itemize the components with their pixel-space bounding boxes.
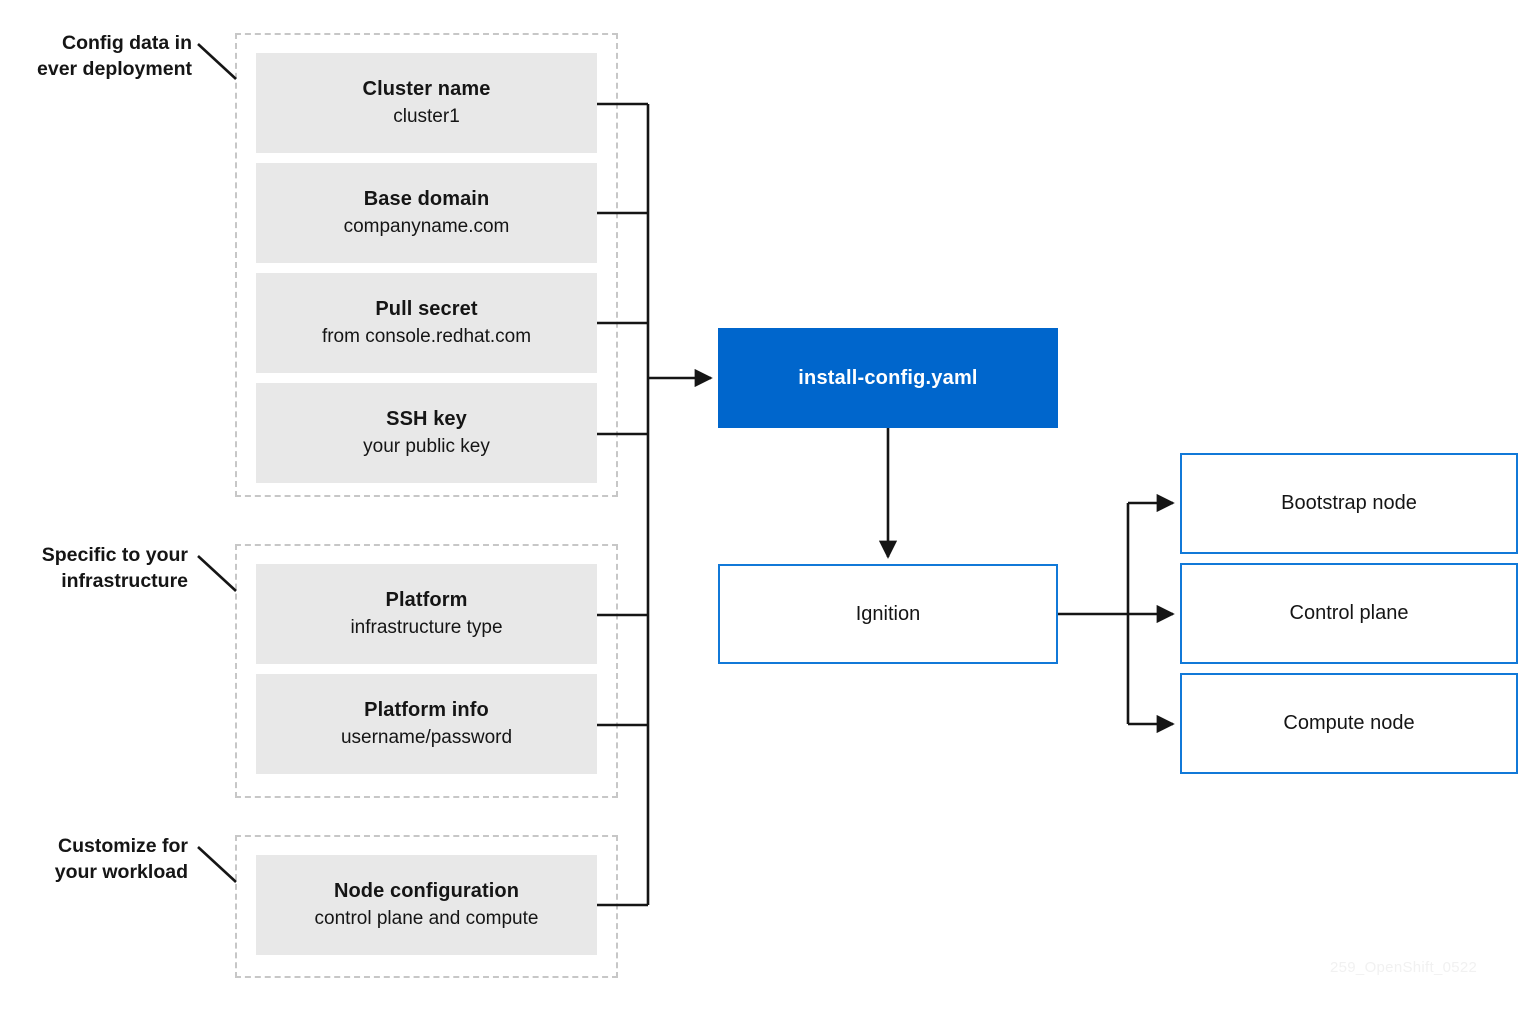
card-title: Pull secret	[375, 297, 478, 320]
card-subtitle: from console.redhat.com	[321, 325, 532, 347]
card-subtitle: infrastructure type	[350, 616, 503, 638]
watermark: 259_OpenShift_0522	[1330, 959, 1478, 976]
card-title: Node configuration	[333, 879, 520, 902]
compute-node-label: Compute node	[1283, 712, 1415, 734]
group-label-every-deployment: Config data in ever deployment	[37, 32, 192, 80]
card-title: Cluster name	[362, 77, 491, 100]
card-title: Base domain	[363, 187, 490, 210]
dashed-group-infrastructure	[235, 544, 618, 798]
install-config-yaml-label: install-config.yaml	[798, 366, 978, 389]
config-card-pull-secret[interactable]: Pull secret from console.redhat.com	[256, 273, 597, 373]
control-plane-box[interactable]: Control plane	[1180, 563, 1518, 664]
config-card-base-domain[interactable]: Base domain companyname.com	[256, 163, 597, 263]
card-title: Platform	[385, 588, 468, 611]
card-subtitle: cluster1	[393, 105, 460, 127]
bootstrap-node-box[interactable]: Bootstrap node	[1180, 453, 1518, 554]
group-label-infrastructure: Specific to your infrastructure	[41, 544, 188, 592]
leader-line-infrastructure	[197, 555, 237, 592]
group-label-workload: Customize for your workload	[54, 835, 188, 883]
bootstrap-node-label: Bootstrap node	[1281, 492, 1417, 514]
ignition-label: Ignition	[855, 602, 921, 625]
config-card-ssh-key[interactable]: SSH key your public key	[256, 383, 597, 483]
card-subtitle: username/password	[340, 726, 513, 748]
card-subtitle: control plane and compute	[314, 907, 539, 929]
card-title: Platform info	[364, 698, 489, 721]
config-card-platform[interactable]: Platform infrastructure type	[256, 564, 597, 664]
card-subtitle: companyname.com	[343, 215, 510, 237]
config-card-node-configuration[interactable]: Node configuration control plane and com…	[256, 855, 597, 955]
install-config-yaml-box[interactable]: install-config.yaml	[718, 328, 1058, 428]
card-subtitle: your public key	[363, 435, 490, 457]
config-card-platform-info[interactable]: Platform info username/password	[256, 674, 597, 774]
control-plane-label: Control plane	[1289, 602, 1409, 624]
config-card-cluster-name[interactable]: Cluster name cluster1	[256, 53, 597, 153]
ignition-box[interactable]: Ignition	[718, 564, 1058, 664]
compute-node-box[interactable]: Compute node	[1180, 673, 1518, 774]
dashed-group-every-deployment	[235, 33, 618, 497]
leader-line-every-deployment	[197, 43, 237, 80]
card-title: SSH key	[386, 407, 467, 430]
leader-line-workload	[197, 846, 237, 883]
dashed-group-workload	[235, 835, 618, 978]
